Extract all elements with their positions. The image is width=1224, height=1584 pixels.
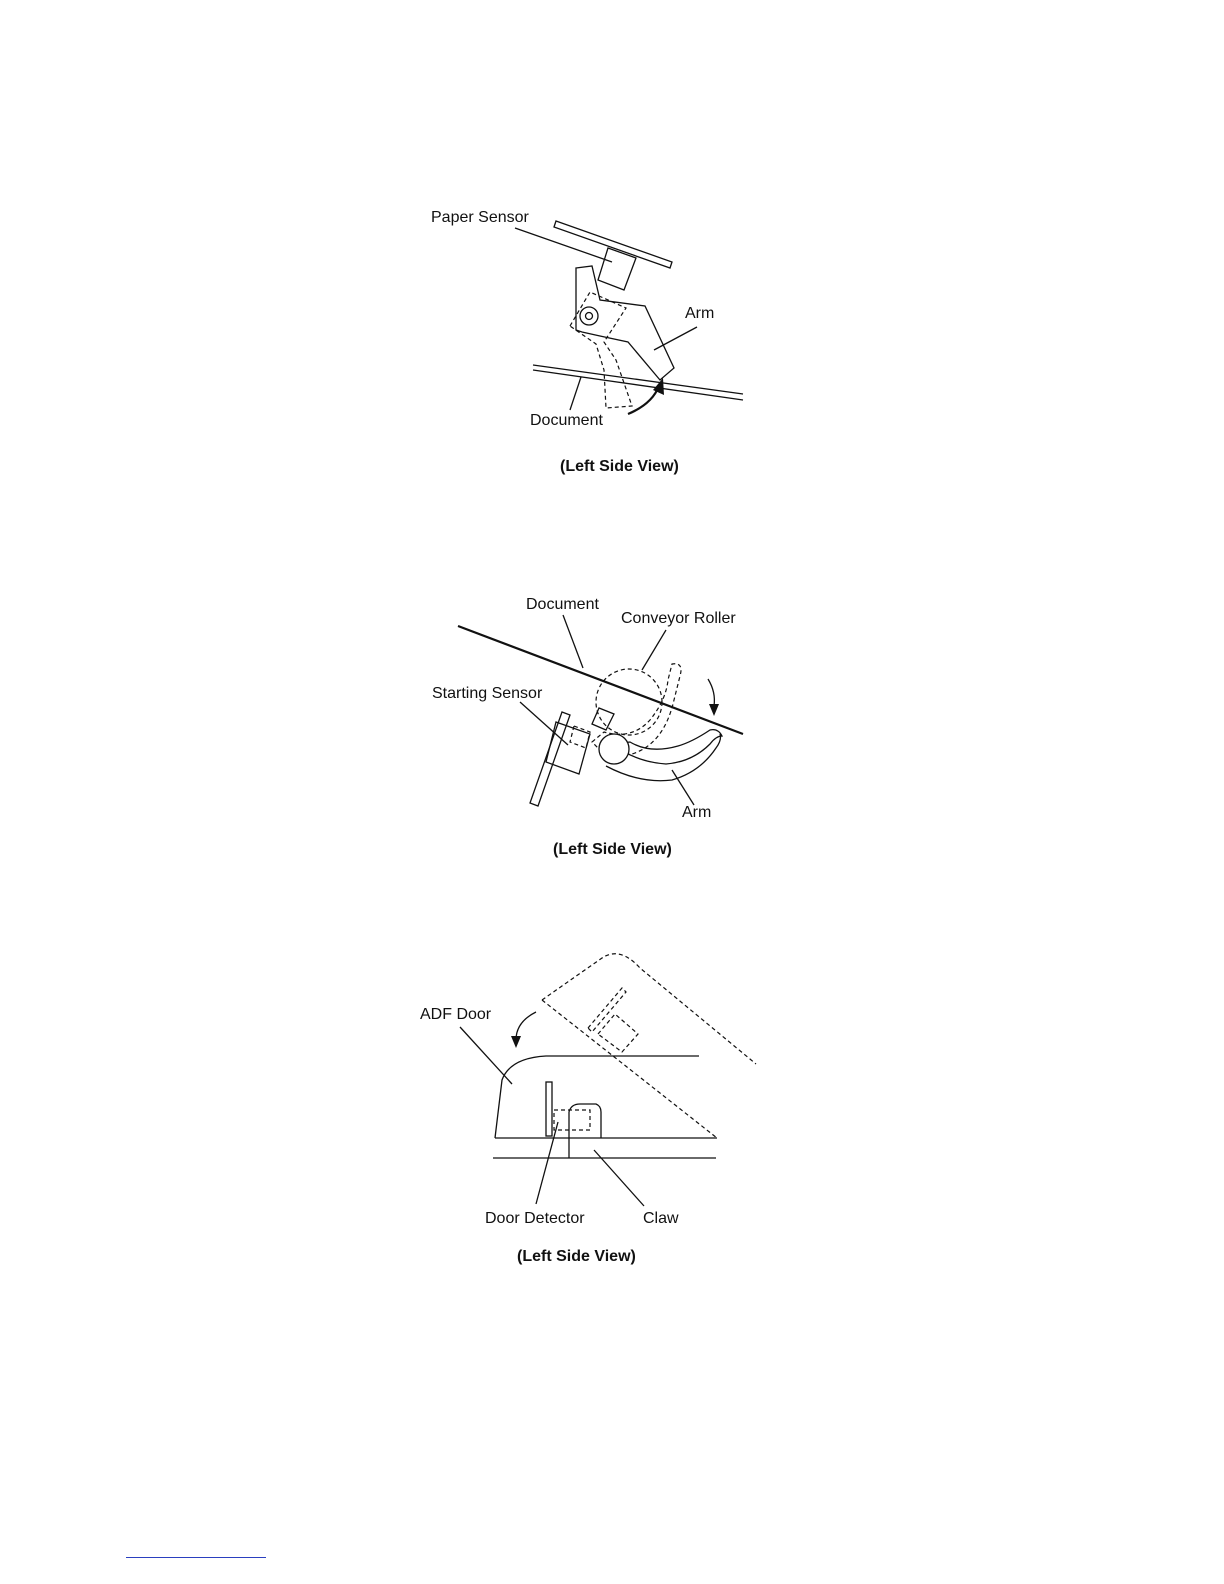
figure-adf-door: ADF Door Door Detector Claw (Left Side V… <box>0 0 1224 1280</box>
footnote-divider <box>126 1557 266 1558</box>
label-adf-door: ADF Door <box>420 1007 491 1023</box>
label-claw: Claw <box>643 1211 679 1227</box>
caption-left-side-view: (Left Side View) <box>517 1249 636 1265</box>
adf-door-leader <box>460 1027 512 1084</box>
label-door-detector: Door Detector <box>485 1211 585 1227</box>
adf-door-diagram <box>0 0 1224 1280</box>
